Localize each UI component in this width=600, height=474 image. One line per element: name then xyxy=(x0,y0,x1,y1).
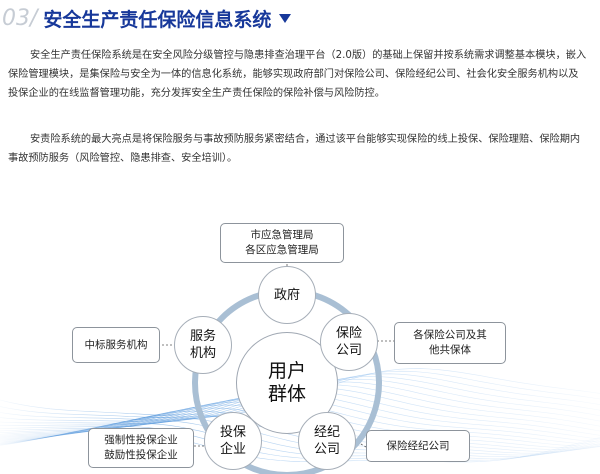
box-emergency-bureaus[interactable]: 市应急管理局 各区应急管理局 xyxy=(220,223,344,263)
center-line-2: 群体 xyxy=(267,383,306,405)
box-emergency-line-1: 市应急管理局 xyxy=(250,229,314,241)
node-broker-line-2: 公司 xyxy=(313,442,340,457)
node-insurer[interactable]: 保险 公司 xyxy=(320,313,378,371)
node-government-label: 政府 xyxy=(273,287,300,303)
box-service-orgs[interactable]: 中标服务机构 xyxy=(72,327,160,363)
box-insurers-line-1: 各保险公司及其 xyxy=(413,329,487,341)
node-service-line-1: 服务 xyxy=(189,329,216,344)
box-insurers-line-2: 他共保体 xyxy=(429,344,471,356)
node-service-line-2: 机构 xyxy=(189,346,216,361)
section-slash: / xyxy=(30,5,38,31)
node-broker-line-1: 经纪 xyxy=(313,425,340,440)
node-enterprise-line-2: 企业 xyxy=(219,442,246,457)
node-enterprise[interactable]: 投保 企业 xyxy=(204,412,262,470)
node-insurer-line-2: 公司 xyxy=(335,343,362,358)
box-enterprises-line-1: 强制性投保企业 xyxy=(104,434,178,446)
box-enterprises[interactable]: 强制性投保企业 鼓励性投保企业 xyxy=(88,428,194,468)
box-brokers-line-1: 保险经纪公司 xyxy=(386,439,450,452)
intro-paragraph: 安全生产责任保险系统是在安全风险分级管控与隐患排查治理平台（2.0版）的基础上保… xyxy=(8,50,587,99)
node-service[interactable]: 服务 机构 xyxy=(174,316,232,374)
page-title: 安全生产责任保险信息系统 xyxy=(43,8,272,31)
node-insurer-line-1: 保险 xyxy=(335,326,362,341)
node-broker[interactable]: 经纪 公司 xyxy=(298,412,356,470)
section-header: 03 / 安全生产责任保险信息系统 xyxy=(0,0,292,36)
section-number: 03 xyxy=(2,5,30,31)
box-brokers[interactable]: 保险经纪公司 xyxy=(366,430,470,462)
node-enterprise-line-1: 投保 xyxy=(219,425,246,440)
box-enterprises-line-2: 鼓励性投保企业 xyxy=(104,449,178,461)
box-service-orgs-line-1: 中标服务机构 xyxy=(84,338,148,351)
box-insurers[interactable]: 各保险公司及其 他共保体 xyxy=(394,322,506,364)
box-emergency-line-2: 各区应急管理局 xyxy=(245,244,319,256)
center-line-1: 用户 xyxy=(267,360,306,382)
node-government[interactable]: 政府 xyxy=(258,266,316,324)
caret-down-icon[interactable] xyxy=(279,13,292,23)
highlight-paragraph: 安责险系统的最大亮点是将保险服务与事故预防服务紧密结合，通过该平台能够实现保险的… xyxy=(8,134,581,164)
